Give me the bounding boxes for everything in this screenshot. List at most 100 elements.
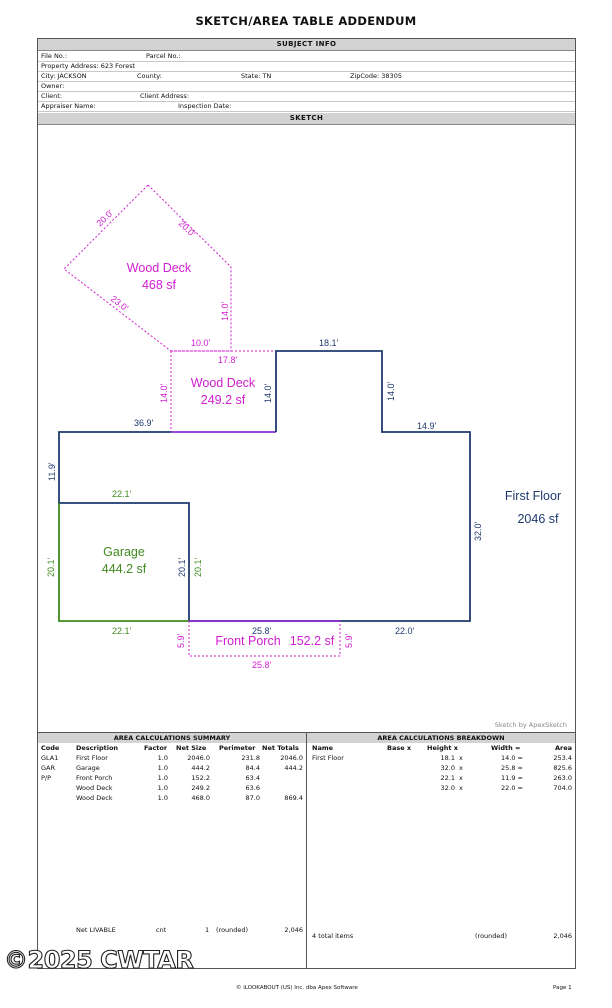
summary-column-headers: Code Description Factor Net Size Perimet… bbox=[38, 743, 306, 753]
deck1-dim-e: 10.0' bbox=[191, 338, 211, 348]
area-summary-header: AREA CALCULATIONS SUMMARY bbox=[38, 733, 306, 743]
breakdown-cell: x bbox=[459, 754, 463, 762]
summary-cell: Front Porch bbox=[76, 774, 113, 782]
summary-cell: First Floor bbox=[76, 754, 108, 762]
breakdown-cell: 263.0 bbox=[553, 774, 572, 782]
col-net-totals: Net Totals bbox=[262, 744, 299, 752]
breakdown-cell: x bbox=[459, 784, 463, 792]
summary-cell: P/P bbox=[41, 774, 52, 782]
appraiser-name: Appraiser Name: bbox=[41, 102, 96, 110]
porch-dim-left: 5.9' bbox=[176, 633, 186, 648]
sketch-area: 20.0' 20.0' 23.0' 14.0' 10.0' Wood Deck … bbox=[38, 123, 575, 729]
breakdown-name-row: First Floor bbox=[307, 753, 575, 763]
breakdown-cell: 18.1 bbox=[440, 754, 455, 762]
summary-cell: 63.4 bbox=[245, 774, 260, 782]
floor-dim-right-top: 14.9' bbox=[417, 421, 437, 431]
garage-name: Garage bbox=[103, 545, 145, 559]
floor-dim-right-notch: 14.0' bbox=[386, 381, 396, 401]
owner: Owner: bbox=[41, 82, 65, 90]
floor-plan-sketch: 20.0' 20.0' 23.0' 14.0' 10.0' Wood Deck … bbox=[46, 184, 561, 670]
garage-dim-left: 20.1' bbox=[46, 557, 56, 577]
deck1-dim-a: 20.0' bbox=[94, 208, 115, 229]
porch-name: Front Porch bbox=[215, 634, 280, 648]
col-name: Name bbox=[312, 744, 334, 752]
zip-code: ZipCode: 38305 bbox=[350, 72, 402, 80]
col-net-size: Net Size bbox=[176, 744, 207, 752]
breakdown-cell: 22.0 = bbox=[501, 784, 523, 792]
client: Client: bbox=[41, 92, 63, 100]
client-address: Client Address: bbox=[140, 92, 189, 100]
floor-dim-top: 18.1' bbox=[319, 338, 339, 348]
floor-name: First Floor bbox=[505, 489, 561, 503]
summary-cell: 1.0 bbox=[157, 764, 168, 772]
floor-dim-bottom-mid: 25.8' bbox=[252, 626, 272, 636]
porch-dim-bottom: 25.8' bbox=[252, 660, 272, 670]
breakdown-total: 2,046 bbox=[553, 932, 572, 940]
net-livable-cnt-label: cnt bbox=[156, 926, 167, 934]
breakdown-row: 22.1 x 11.9 = 263.0 bbox=[307, 773, 575, 783]
breakdown-cell: 25.8 = bbox=[501, 764, 523, 772]
property-address: Property Address: 623 Forest bbox=[41, 62, 136, 70]
deck1-area: 468 sf bbox=[142, 278, 177, 292]
deck1-name: Wood Deck bbox=[127, 261, 192, 275]
col-perimeter: Perimeter bbox=[219, 744, 256, 752]
breakdown-cell: 22.1 bbox=[440, 774, 455, 782]
garage-dim-top: 22.1' bbox=[112, 489, 132, 499]
area-tables: AREA CALCULATIONS SUMMARY Code Descripti… bbox=[38, 732, 575, 969]
col-description: Description bbox=[76, 744, 119, 752]
breakdown-name: First Floor bbox=[312, 754, 344, 762]
wood-deck-468-outline bbox=[63, 184, 232, 352]
porch-dim-right: 5.9' bbox=[344, 633, 354, 648]
col-height: Height x bbox=[427, 744, 458, 752]
col-factor: Factor bbox=[144, 744, 168, 752]
info-row-address: Property Address: 623 Forest bbox=[38, 61, 575, 72]
breakdown-column-headers: Name Base x Height x Width = Area bbox=[307, 743, 575, 753]
summary-cell: Wood Deck bbox=[76, 784, 113, 792]
breakdown-cell: 825.6 bbox=[553, 764, 572, 772]
garage-dim-right: 20.1' bbox=[193, 557, 203, 577]
county: County: bbox=[137, 72, 162, 80]
floor-dim-right-side: 32.0' bbox=[473, 521, 483, 541]
floor-dim-garage-side: 20.1' bbox=[177, 557, 187, 577]
summary-cell: 1.0 bbox=[157, 784, 168, 792]
col-area: Area bbox=[554, 744, 572, 752]
col-width: Width = bbox=[491, 744, 521, 752]
summary-cell: 468.0 bbox=[191, 794, 210, 802]
breakdown-total-row: 4 total items (rounded) 2,046 bbox=[307, 931, 575, 941]
deck2-dim-left: 14.0' bbox=[159, 383, 169, 403]
sketch-credit: Sketch by ApexSketch bbox=[494, 721, 567, 729]
parcel-no: Parcel No.: bbox=[146, 52, 181, 60]
sketch-header: SKETCH bbox=[38, 113, 575, 125]
summary-cell: 231.8 bbox=[241, 754, 260, 762]
breakdown-cell: 11.9 = bbox=[501, 774, 523, 782]
first-floor-outline-left bbox=[58, 431, 190, 621]
first-floor-outline bbox=[189, 350, 471, 622]
page-title: SKETCH/AREA TABLE ADDENDUM bbox=[195, 14, 417, 28]
summary-cell: 2046.0 bbox=[187, 754, 210, 762]
watermark: ©2025 CWTAR bbox=[3, 945, 194, 974]
floor-area: 2046 sf bbox=[517, 512, 559, 526]
garage-outline bbox=[58, 503, 189, 622]
info-row-city: City: JACKSON County: State: TN ZipCode:… bbox=[38, 71, 575, 82]
net-livable-cnt: 1 bbox=[205, 926, 210, 934]
footer-copyright: © iLOOKABOUT (US) Inc. dba Apex Software bbox=[236, 985, 358, 991]
subject-info-header: SUBJECT INFO bbox=[38, 39, 575, 51]
summary-cell: 444.2 bbox=[284, 764, 303, 772]
city: City: JACKSON bbox=[41, 72, 87, 80]
summary-cell: 1.0 bbox=[157, 754, 168, 762]
garage-area: 444.2 sf bbox=[102, 562, 147, 576]
breakdown-cell: x bbox=[459, 774, 463, 782]
summary-cell: Garage bbox=[76, 764, 100, 772]
deck2-dim-top: 17.8' bbox=[218, 355, 238, 365]
inspection-date: Inspection Date: bbox=[178, 102, 232, 110]
info-row-client: Client: Client Address: bbox=[38, 91, 575, 102]
summary-cell: GLA1 bbox=[41, 754, 59, 762]
summary-cell: Wood Deck bbox=[76, 794, 113, 802]
front-porch-outline bbox=[188, 621, 341, 657]
file-no: File No.: bbox=[41, 52, 67, 60]
area-summary-table: AREA CALCULATIONS SUMMARY Code Descripti… bbox=[38, 733, 307, 969]
